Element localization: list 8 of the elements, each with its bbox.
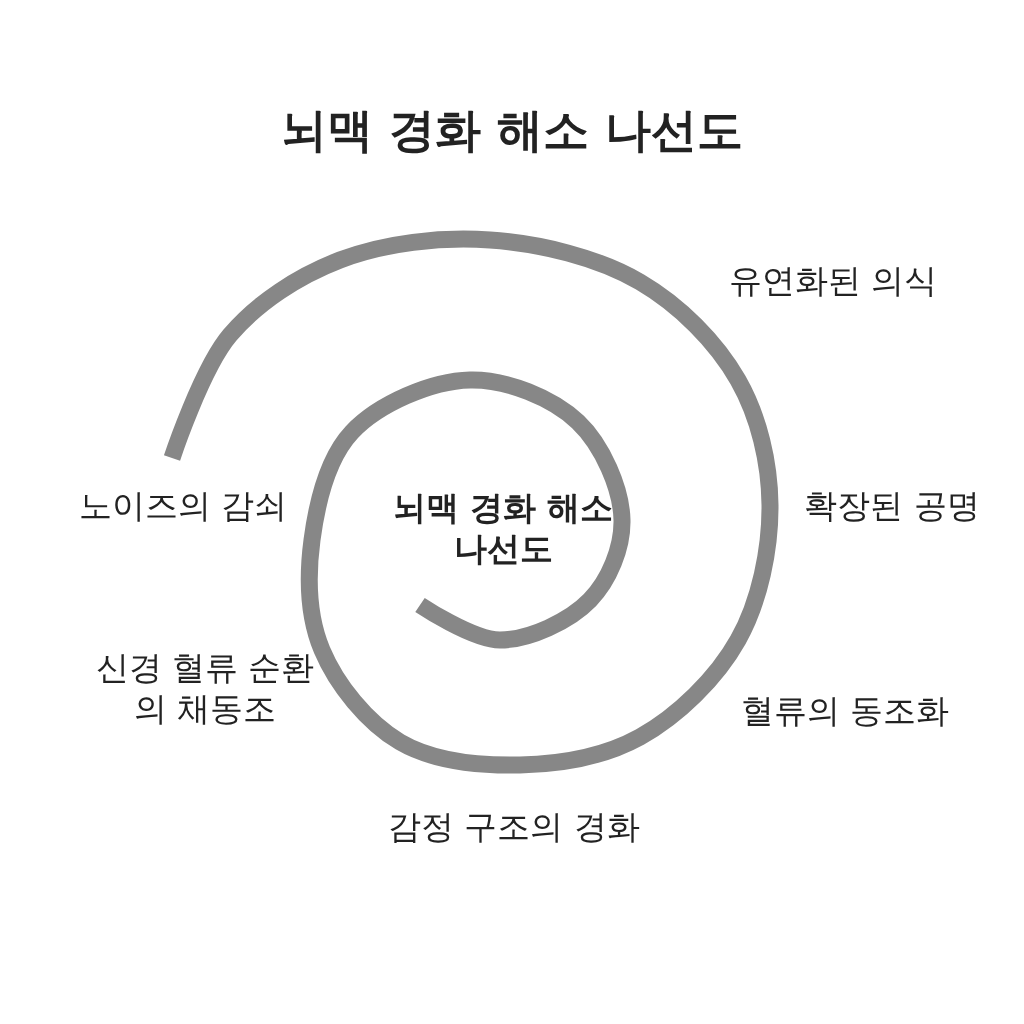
stage-label: 유연화된 의식 [727,260,939,302]
center-label: 뇌맥 경화 해소 나선도 [391,487,615,570]
title: 뇌맥 경화 해소 나선도 [279,102,744,159]
stage-label: 신경 혈류 순환의 채동조 [94,647,316,730]
stage-label: 감정 구조의 경화 [387,806,641,848]
stage-label: 혈류의 동조화 [739,690,951,732]
stage-label: 확장된 공명 [803,485,981,527]
stage-label: 노이즈의 감쇠 [77,485,289,527]
